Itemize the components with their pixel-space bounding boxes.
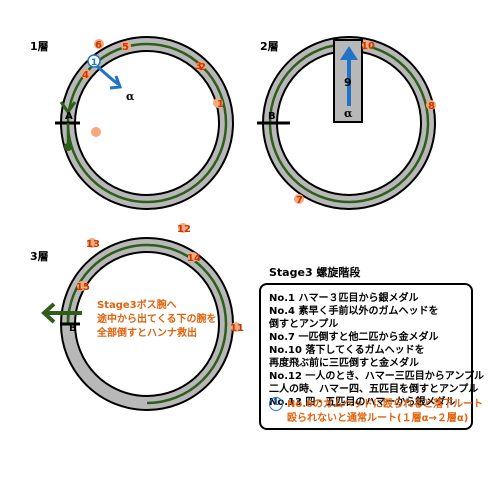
legend-box: No.1 ハマー３匹目から銀メダル No.4 素早く手前以外のガムヘッドを 倒す… [259, 283, 484, 430]
legend-note-line: 殴られないと通常ルート(１層α→２層α) [287, 413, 469, 424]
floor2-route-number: 9 [344, 76, 352, 89]
enemy-label: 15 [76, 282, 90, 293]
enemy-label: 13 [86, 239, 100, 250]
floor3-point-b: B [69, 323, 77, 334]
enemy-label: 11 [230, 323, 244, 334]
enemy-label: 1 [217, 99, 224, 110]
legend-line: No.12 一人のとき、ハマー三匹目からアンプル [269, 371, 485, 382]
legend-note-line: No.6のガムヘッドに殴られると落下ルート [287, 399, 483, 410]
enemy-label: 4 [82, 70, 89, 81]
floor1-alpha: α [126, 90, 135, 103]
legend-line: 再度飛ぶ前に三匹倒すと金メダル [269, 358, 419, 369]
legend-line: No.1 ハマー３匹目から銀メダル [269, 293, 419, 304]
enemy-label: 14 [187, 253, 201, 264]
enemy-label: 10 [361, 41, 375, 52]
enemy-label: 12 [177, 224, 191, 235]
floor1-point-a: A [65, 111, 73, 122]
boss-note-line: 全部倒すとハンナ救出 [97, 328, 197, 339]
legend-line: No.10 落下してくるガムヘッドを [269, 345, 425, 356]
route-marker-icon: 1 [269, 397, 283, 411]
enemy-label: 6 [95, 40, 102, 51]
floor3-ring [41, 237, 234, 411]
boss-note-line: 途中から出てくる下の腕を [97, 314, 217, 325]
floor1-title: 1層 [30, 40, 49, 53]
enemy-label: 5 [122, 42, 129, 53]
floor1-ring [55, 36, 234, 210]
floor2-title: 2層 [260, 40, 279, 53]
legend-title: Stage3 螺旋階段 [269, 266, 361, 279]
legend-line: No.13 四・五匹目のハマーから銀メダル [269, 397, 456, 408]
boss-note: Stage3ボス腕へ 途中から出てくる下の腕を 全部倒すとハンナ救出 [97, 299, 217, 341]
enemy-marker [77, 39, 436, 332]
boss-note-line: Stage3ボス腕へ [97, 300, 177, 311]
legend-line: 倒すとアンプル [269, 319, 339, 330]
floor1-blue-route [87, 54, 123, 90]
floor2-point-b: B [268, 111, 276, 122]
enemy-label: 7 [296, 195, 303, 206]
floor2-alpha: α [344, 107, 353, 120]
enemy-label: 2 [199, 62, 206, 73]
floor3-title: 3層 [30, 250, 49, 263]
floor1-route-marker: 1 [91, 58, 97, 68]
enemy-label: 8 [428, 101, 435, 112]
legend-line: No.4 素早く手前以外のガムヘッドを [269, 306, 439, 317]
floor2-ring [257, 36, 436, 210]
enemy-label: 3 [195, 61, 202, 72]
legend-line: 二人の時、ハマー四、五匹目を倒すとアンプル [269, 384, 479, 395]
legend-line: No.7 一匹倒すと他二匹から金メダル [269, 332, 439, 343]
